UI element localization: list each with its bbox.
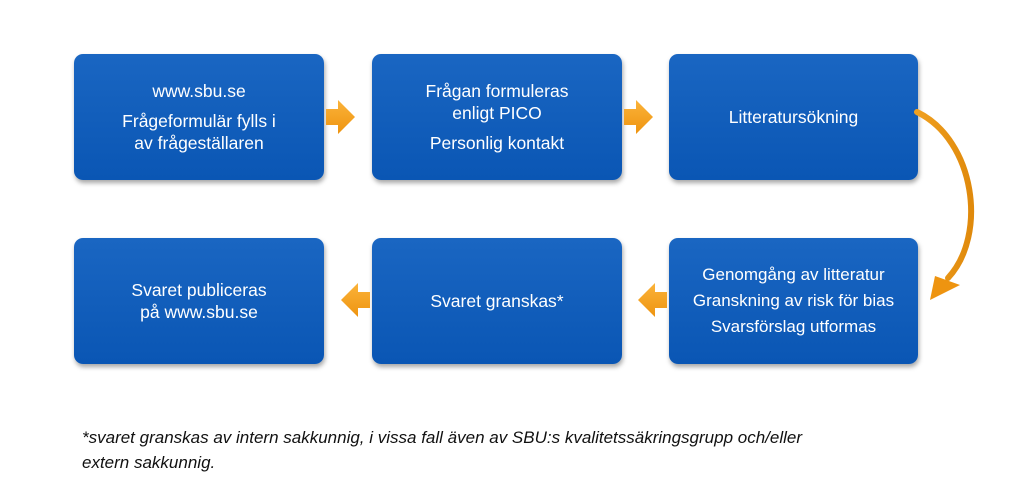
step-1-text: www.sbu.se	[152, 81, 246, 101]
step-2-paragraph-2: Personlig kontakt	[430, 132, 564, 154]
step-4-text: Granskning av risk för bias	[692, 291, 895, 310]
step-4-paragraph-2: Granskning av risk för bias	[693, 290, 894, 312]
step-4-paragraph-1: Genomgång av litteratur	[702, 264, 884, 286]
footnote-line-2: extern sakkunnig.	[82, 453, 216, 472]
footnote: *svaret granskas av intern sakkunnig, i …	[82, 425, 982, 475]
step-1-text: Frågeformulär fylls i	[122, 111, 276, 131]
step-5-paragraph-1: Svaret granskas*	[430, 290, 563, 312]
step-box-3: Litteratursökning	[669, 54, 918, 180]
footnote-line-1: *svaret granskas av intern sakkunnig, i …	[82, 428, 803, 447]
step-4-text: Svarsförslag utformas	[710, 317, 877, 336]
arrow-left-2	[341, 283, 370, 317]
step-3-text: Litteratursökning	[728, 107, 859, 127]
step-5-text: Svaret granskas*	[430, 291, 564, 311]
step-2-text: enligt PICO	[452, 103, 542, 123]
step-6-text: Svaret publiceras	[131, 280, 267, 300]
step-1-paragraph-1: www.sbu.se	[152, 80, 245, 102]
step-1-text: av frågeställaren	[134, 133, 264, 153]
step-3-paragraph-1: Litteratursökning	[729, 106, 858, 128]
step-box-5: Svaret granskas*	[372, 238, 622, 364]
step-2-text: Personlig kontakt	[429, 133, 565, 153]
step-6-text: på www.sbu.se	[140, 302, 258, 322]
arrow-right-2	[624, 100, 653, 134]
arrow-right-1	[326, 100, 355, 134]
curved-arrow-down	[914, 109, 975, 300]
step-4-text: Genomgång av litteratur	[702, 265, 885, 284]
step-4-paragraph-3: Svarsförslag utformas	[711, 316, 876, 338]
step-2-text: Frågan formuleras	[425, 81, 569, 101]
arrow-left-1	[638, 283, 667, 317]
